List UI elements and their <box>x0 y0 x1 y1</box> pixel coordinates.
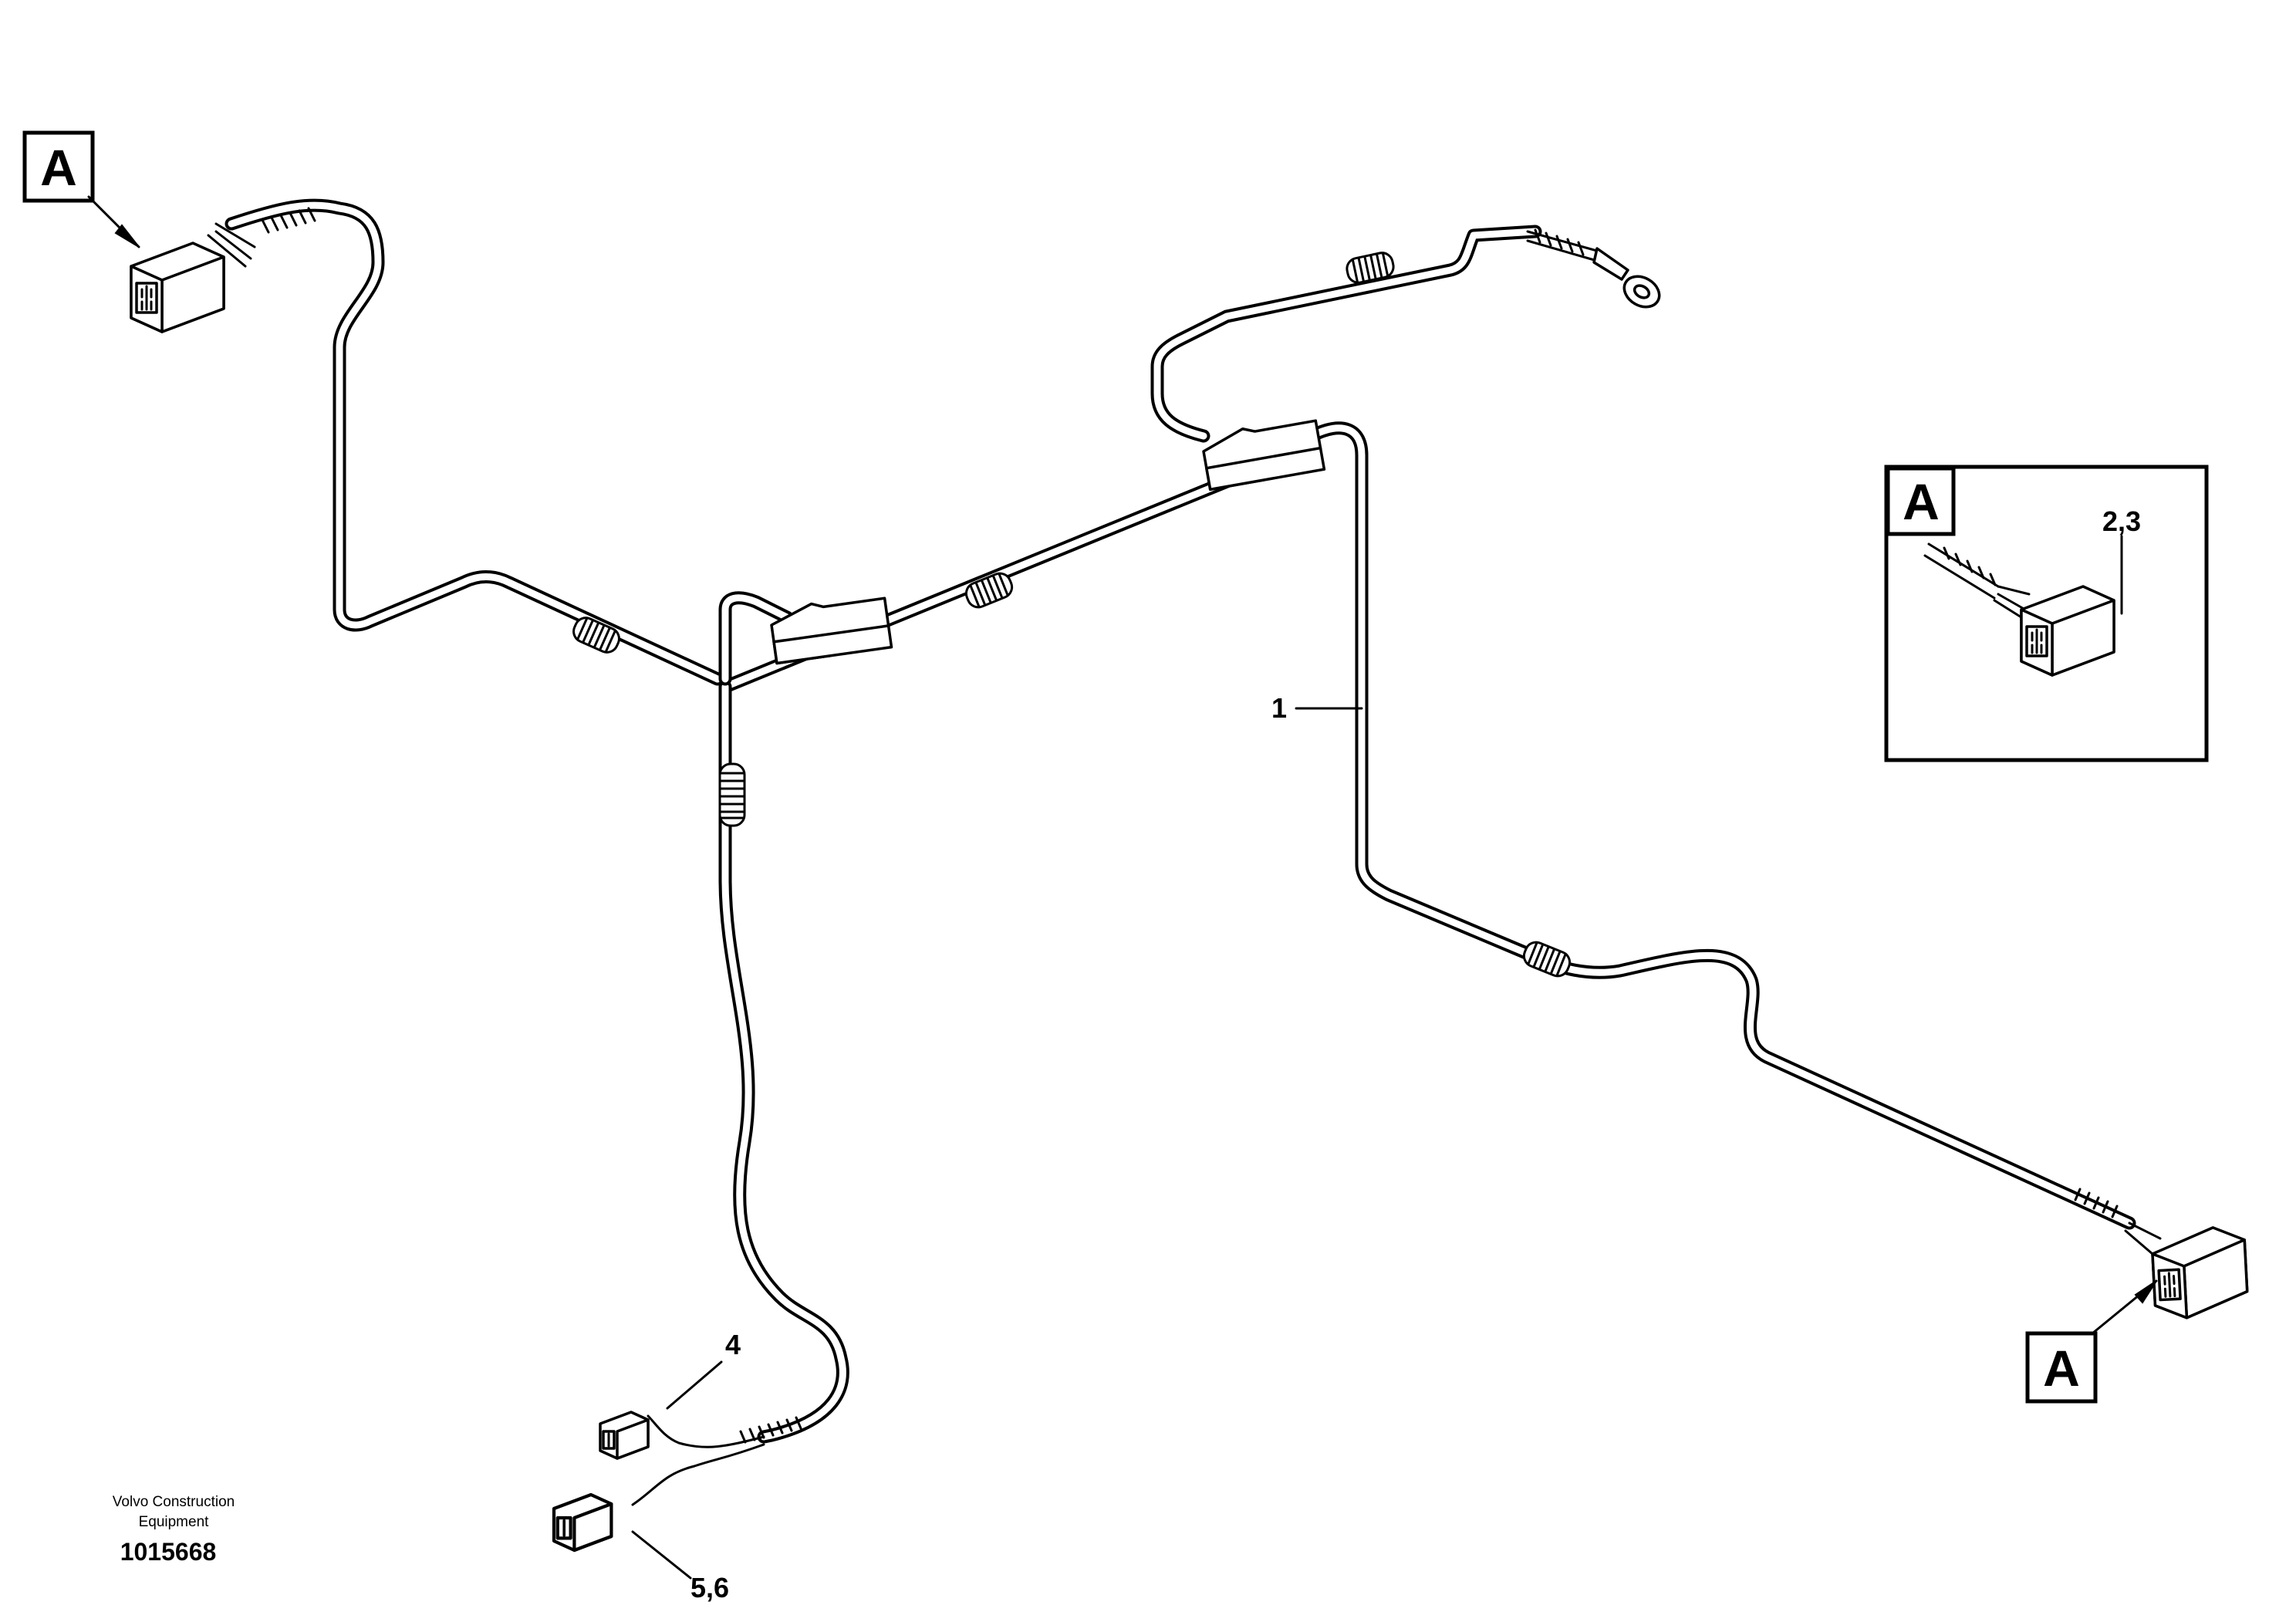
small-connector-group <box>554 1411 802 1550</box>
svg-text:A: A <box>40 139 77 196</box>
connector-a-top-left <box>130 207 316 333</box>
svg-text:1: 1 <box>1271 692 1287 724</box>
splice-right <box>1199 414 1326 491</box>
splice-left <box>768 592 893 665</box>
view-marker-top-left: A <box>22 130 140 248</box>
connector-5-6 <box>554 1495 611 1550</box>
ring-terminal <box>1526 228 1661 309</box>
svg-text:5,6: 5,6 <box>690 1572 729 1603</box>
callout-connector-5-6: 5,6 <box>631 1530 729 1603</box>
maker-line-1: Volvo Construction <box>113 1494 235 1510</box>
figure-footer: Volvo Construction Equipment 1015668 <box>113 1494 235 1566</box>
svg-text:4: 4 <box>725 1329 741 1360</box>
callout-connector-4: 4 <box>666 1329 741 1410</box>
svg-text:A: A <box>2043 1340 2080 1397</box>
harness-branches <box>225 198 2136 1444</box>
inset-view-marker: A <box>1903 473 1940 530</box>
view-marker-bottom-right: A <box>2025 1279 2158 1404</box>
callout-harness: 1 <box>1271 692 1363 724</box>
connector-4 <box>599 1411 650 1460</box>
maker-line-2: Equipment <box>139 1514 210 1530</box>
connector-a-bottom-right <box>2074 1188 2250 1321</box>
inset-detail-view-a: A 2,3 <box>1884 465 2209 762</box>
figure-number: 1015668 <box>120 1538 217 1566</box>
callout-connector-inset: 2,3 <box>2102 505 2141 537</box>
